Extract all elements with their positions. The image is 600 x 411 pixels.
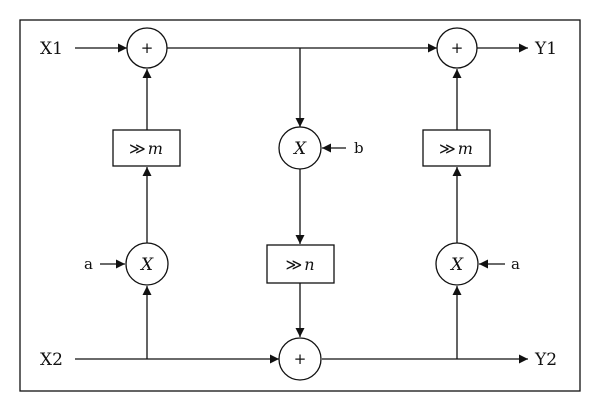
adder-symbol: + [451, 39, 464, 57]
adder-top-right: + [436, 27, 478, 69]
adder-symbol: + [294, 350, 307, 368]
svg-text:≫m: ≫m [439, 139, 473, 158]
shift-block-right: ≫m [422, 129, 491, 167]
adder-bottom: + [278, 337, 322, 381]
adder-top-left: + [126, 27, 168, 69]
coefficient-a-left-label: a [84, 255, 93, 273]
svg-text:≫m: ≫m [129, 139, 163, 158]
shift-amount: n [304, 255, 314, 274]
input-x1-label: X1 [40, 39, 63, 59]
shift-operator: ≫ [439, 139, 456, 158]
shift-amount: m [148, 139, 163, 158]
adder-symbol: + [141, 39, 154, 57]
multiplier-symbol: X [292, 139, 307, 159]
multiplier-symbol: X [449, 255, 464, 275]
coefficient-a-right-label: a [511, 255, 520, 273]
input-x2-label: X2 [40, 350, 63, 370]
multiplier-left: X [125, 242, 169, 286]
multiplier-symbol: X [139, 255, 154, 275]
shift-block-left: ≫m [112, 129, 181, 167]
multiplier-middle: X [278, 126, 322, 170]
shift-operator: ≫ [129, 139, 146, 158]
shift-amount: m [458, 139, 473, 158]
shift-block-middle: ≫n [266, 244, 335, 284]
output-y2-label: Y2 [534, 350, 557, 370]
multiplier-right: X [435, 242, 479, 286]
connection-lines [75, 43, 528, 364]
coefficient-b-label: b [354, 139, 364, 157]
shift-operator: ≫ [285, 255, 302, 274]
output-y1-label: Y1 [534, 39, 557, 59]
svg-text:≫n: ≫n [285, 255, 314, 274]
